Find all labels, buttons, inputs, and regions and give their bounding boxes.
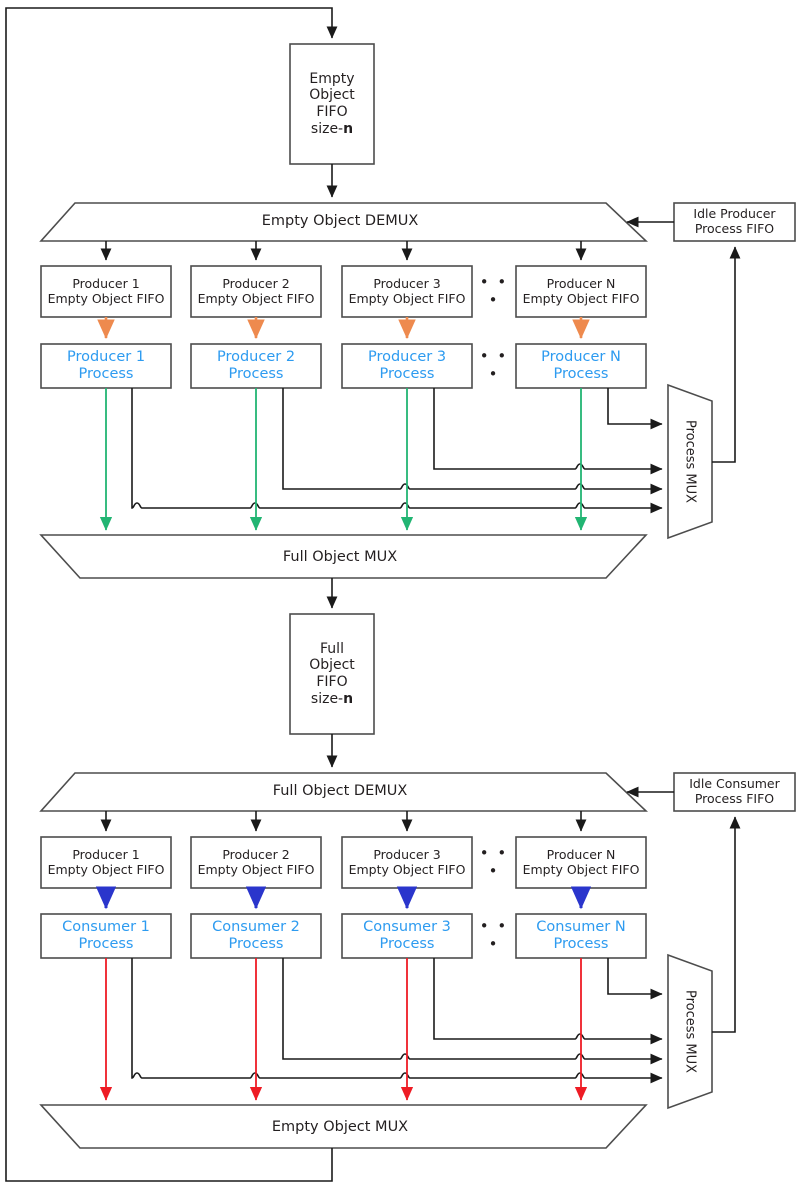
consumer-2-to-process-mux — [282, 958, 663, 1065]
process-mux-top-to-idle-producer — [712, 246, 741, 463]
full-object-fifo-box — [289, 613, 375, 735]
consumer-1-to-process-mux — [131, 958, 663, 1084]
producer-4-to-process-mux — [607, 388, 663, 430]
empty-object-fifo-box — [289, 43, 375, 165]
producer-fifo-box-1 — [40, 265, 172, 318]
consumer-process-box-2 — [190, 913, 322, 959]
producer-1-to-process-mux — [131, 388, 663, 514]
process-mux-bottom-shape — [667, 953, 713, 1110]
producer-fifo-box-4 — [515, 265, 647, 318]
consumer-fifo-box-1 — [40, 836, 172, 889]
consumer-4-to-process-mux — [607, 958, 663, 1000]
consumer-fifo-box-2 — [190, 836, 322, 889]
consumer-3-to-process-mux — [433, 958, 663, 1045]
consumer-fifo-box-4 — [515, 836, 647, 889]
producer-process-box-2 — [190, 343, 322, 389]
producer-process-box-1 — [40, 343, 172, 389]
producer-process-box-3 — [341, 343, 473, 389]
process-mux-bottom-to-idle-consumer — [712, 816, 741, 1033]
consumer-process-box-4 — [515, 913, 647, 959]
idle-producer-fifo-box — [673, 202, 796, 242]
producer-3-to-process-mux — [433, 388, 663, 475]
consumer-process-box-3 — [341, 913, 473, 959]
empty-object-mux-shape — [39, 1104, 648, 1149]
producer-process-box-4 — [515, 343, 647, 389]
idle-consumer-fifo-box — [673, 772, 796, 812]
full-object-demux-shape — [39, 772, 649, 812]
producer-fifo-box-2 — [190, 265, 322, 318]
consumer-process-box-1 — [40, 913, 172, 959]
full-object-mux-shape — [39, 534, 648, 579]
producer-2-to-process-mux — [282, 388, 663, 495]
global-feedback-path — [5, 7, 338, 1182]
process-mux-top-shape — [667, 383, 713, 540]
producer-fifo-box-3 — [341, 265, 473, 318]
consumer-fifo-box-3 — [341, 836, 473, 889]
empty-object-demux-shape — [39, 202, 649, 242]
